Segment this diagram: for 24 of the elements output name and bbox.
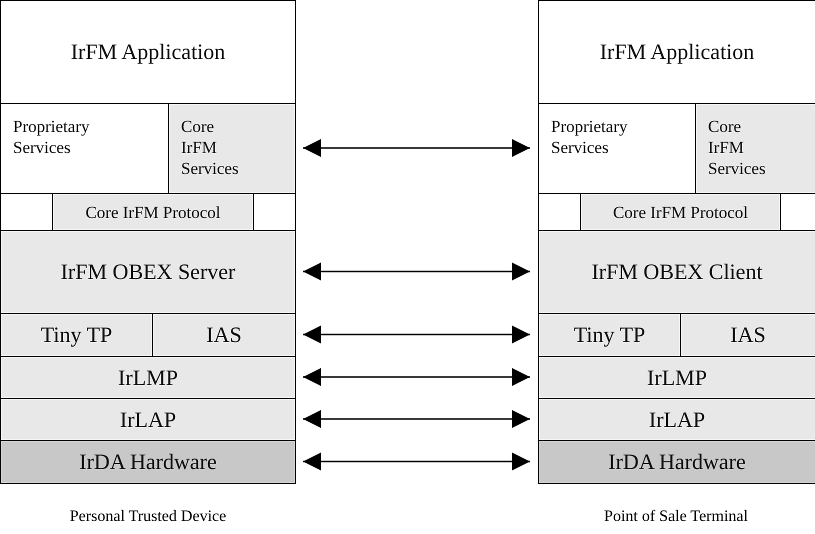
layer-box: Core IrFM Protocol [580, 193, 781, 231]
layer-box: IrLAP [538, 398, 815, 441]
device-caption: Point of Sale Terminal [604, 508, 748, 526]
layer-box: IrDA Hardware [0, 440, 296, 484]
layer-box: IrDA Hardware [538, 440, 815, 484]
layer-box: Tiny TP [0, 313, 153, 357]
layer-box: IrLAP [0, 398, 296, 441]
layer-box: IrFM OBEX Server [0, 230, 296, 314]
layer-box: Core IrFM Protocol [52, 193, 254, 231]
layer-box: IAS [680, 313, 815, 357]
layer-box: IrLMP [0, 356, 296, 399]
double-arrow [303, 326, 530, 344]
double-arrow [303, 410, 530, 428]
layer-box: Core IrFM Services [695, 103, 815, 194]
layer-box: Tiny TP [538, 313, 681, 357]
device-caption: Personal Trusted Device [70, 508, 226, 526]
double-arrow [303, 139, 530, 157]
double-arrow [303, 262, 530, 280]
layer-box: IrFM OBEX Client [538, 230, 815, 314]
double-arrow [303, 368, 530, 386]
layer-box: Core IrFM Services [168, 103, 296, 194]
layer-box: IAS [152, 313, 296, 357]
double-arrow [303, 452, 530, 470]
layer-box: IrLMP [538, 356, 815, 399]
